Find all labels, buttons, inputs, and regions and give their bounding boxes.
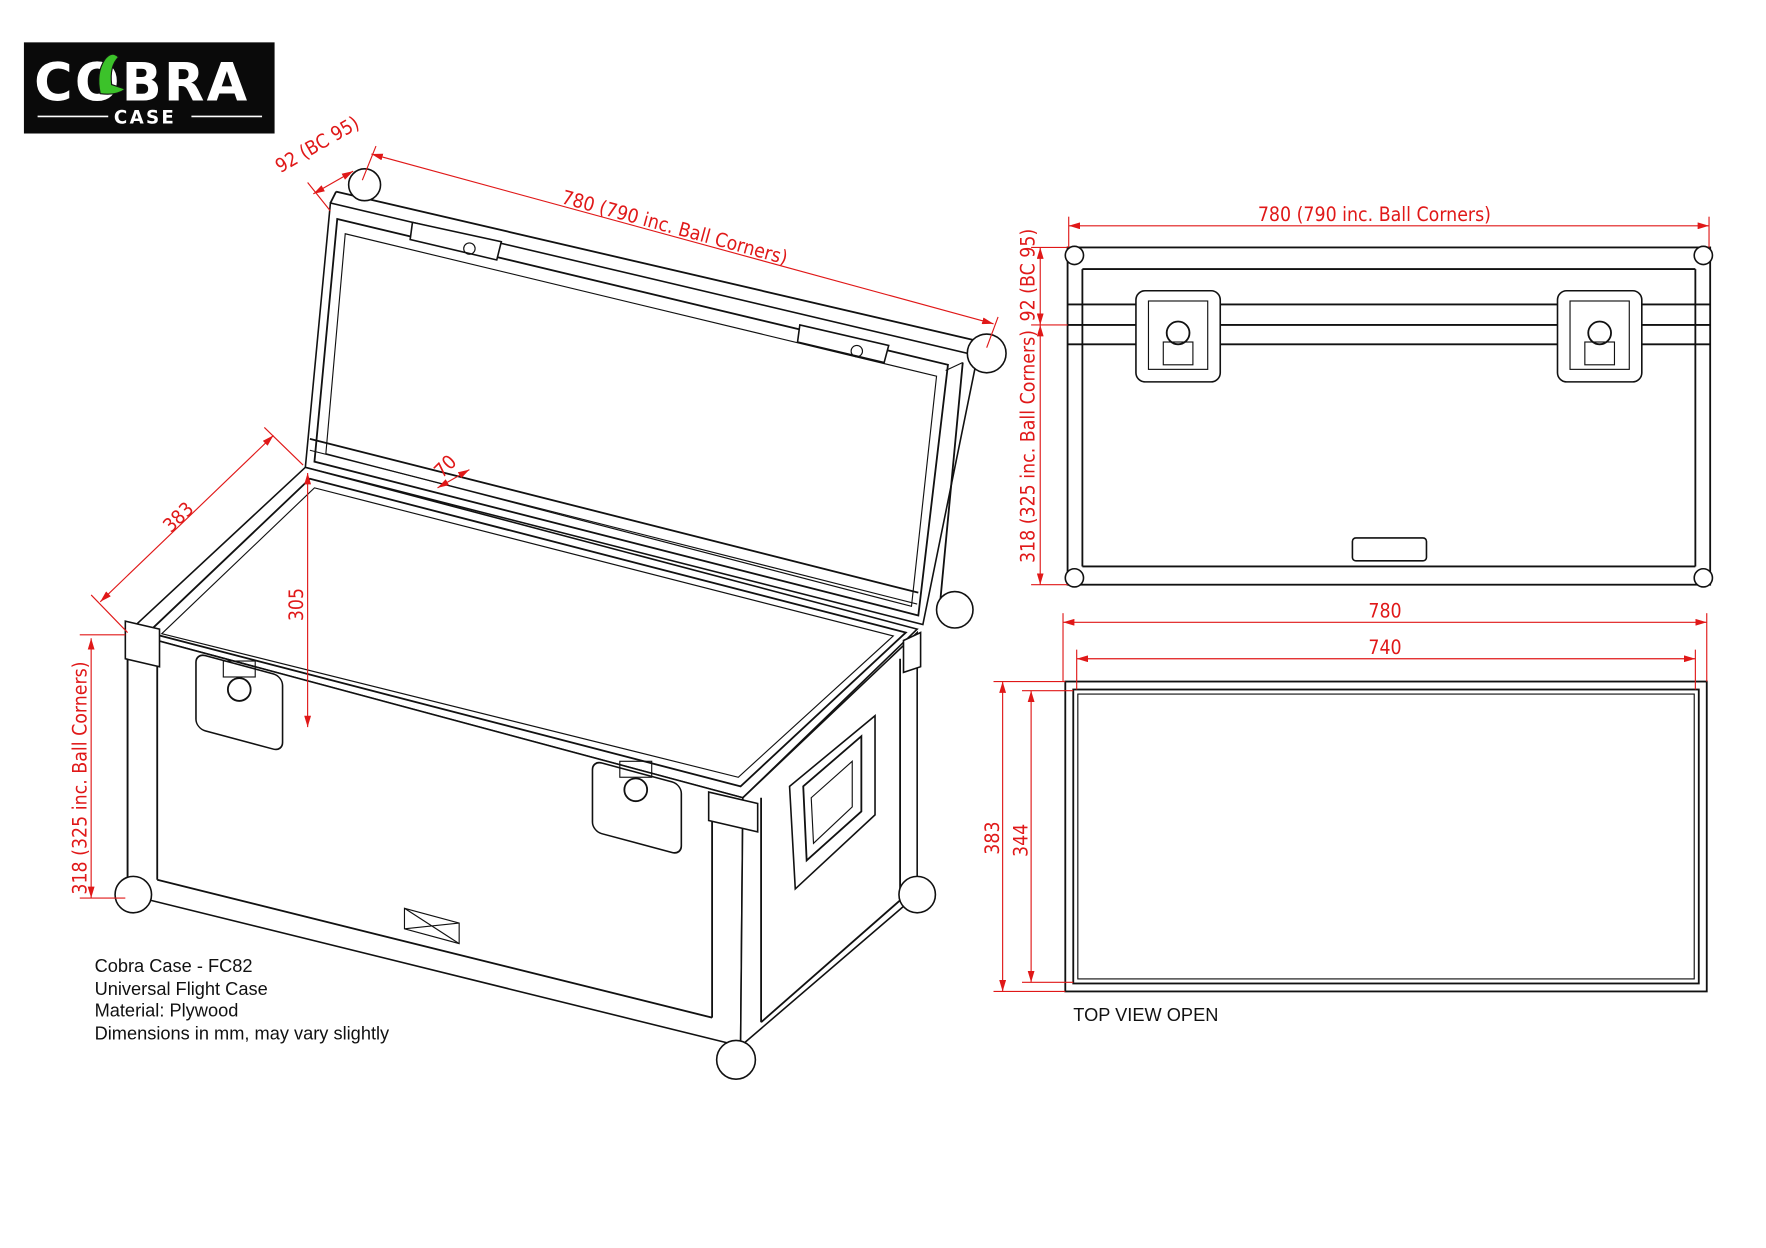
perspective-view [114,168,1007,1080]
dim-height: 318 (325 inc. Ball Corners) [69,661,92,894]
cobra-case-logo: COBRA CASE [23,42,275,134]
dim-length: 780 (790 inc. Ball Corners) [559,186,790,270]
side-latch-left [1135,289,1222,383]
top-view-open: 780 740 383 344 TOP VIEW OPEN [981,600,1708,1025]
front-latch-right [591,760,683,854]
dim-lid-depth: 92 (BC 95) [271,111,363,177]
dim-outer-depth: 383 [981,821,1004,854]
dim-inner-length: 740 [1368,636,1401,659]
note-dimensions: Dimensions in mm, may vary slightly [95,1023,390,1043]
corner-bracket [707,791,759,833]
dim-depth: 383 [158,497,198,537]
dim-inner-depth: 344 [1010,824,1033,857]
notes: Cobra Case - FC82 Universal Flight Case … [95,956,390,1043]
lid-latch-right [796,323,890,364]
side-ball-corners [1064,245,1714,588]
side-handle [788,714,876,891]
note-type: Universal Flight Case [95,979,268,999]
side-view: 780 (790 inc. Ball Corners) 92 (BC 95) 3… [1017,203,1714,588]
ball-corners [114,168,1007,1080]
corner-bracket [902,631,922,674]
dim-side-body-height: 318 (325 inc. Ball Corners) [1017,330,1040,563]
dim-side-lid-height: 92 (BC 95) [1017,229,1040,322]
top-view-open-label: TOP VIEW OPEN [1073,1005,1218,1025]
label-plate [403,907,460,945]
side-latch-right [1556,289,1643,383]
logo-sub-text: CASE [114,107,176,128]
cobra-snake-icon [98,53,127,95]
dim-outer-length: 780 [1368,600,1401,623]
front-latch-left [195,654,284,751]
dim-side-length: 780 (790 inc. Ball Corners) [1258,203,1491,226]
logo-brand-text: COBRA [34,52,249,113]
corner-bracket [124,620,161,668]
note-model: Cobra Case - FC82 [95,956,253,976]
dim-inner-height: 305 [285,588,308,621]
note-material: Material: Plywood [95,1001,239,1021]
side-label-plate [1351,537,1428,562]
